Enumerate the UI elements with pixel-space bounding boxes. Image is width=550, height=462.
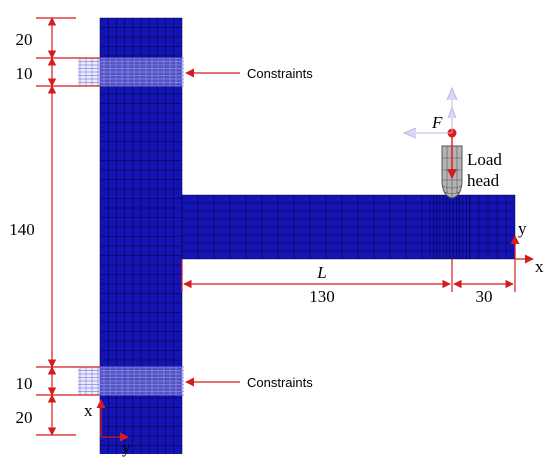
constraints-bottom-label: Constraints xyxy=(247,375,313,390)
load-head xyxy=(402,86,463,199)
right-axis-triad xyxy=(510,235,534,264)
load-head-label-line1: Load xyxy=(467,150,502,169)
dim-L: L xyxy=(316,263,326,282)
load-head-label-line2: head xyxy=(467,171,500,190)
axis-bottom-y: y xyxy=(122,438,131,457)
load-triad xyxy=(402,86,458,139)
dim-30: 30 xyxy=(476,287,493,306)
horizontal-flange-mesh xyxy=(181,194,516,260)
dim-top-10: 10 xyxy=(16,64,33,83)
dim-140: 140 xyxy=(9,220,35,239)
left-dimensions xyxy=(36,17,100,436)
axis-bottom-x: x xyxy=(84,401,93,420)
axis-right-y: y xyxy=(518,219,527,238)
flange-dimensions xyxy=(181,259,516,292)
constraint-region-bottom xyxy=(78,366,184,396)
bottom-axis-triad xyxy=(96,399,129,442)
dim-140-bg xyxy=(2,218,42,240)
dim-bottom-20: 20 xyxy=(16,408,33,427)
dim-top-20: 20 xyxy=(16,30,33,49)
force-label: F xyxy=(431,113,443,132)
constraint-region-top xyxy=(78,57,184,87)
dim-130: 130 xyxy=(309,287,335,306)
dim-bottom-10: 10 xyxy=(16,374,33,393)
constraints-top-label: Constraints xyxy=(247,66,313,81)
axis-right-x: x xyxy=(535,257,544,276)
